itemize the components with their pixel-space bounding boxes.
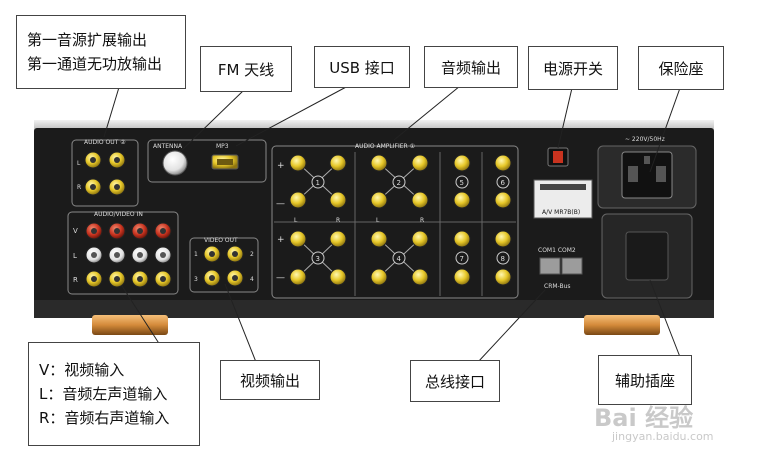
audio-out-2-jacks <box>84 151 126 196</box>
amp-num-4: 4 <box>397 255 402 263</box>
amp-channel-3 <box>289 230 347 286</box>
amp-minus-bottom: — <box>276 273 285 283</box>
power-switch-rocker <box>553 151 563 163</box>
video-out-num-4: 4 <box>250 276 254 283</box>
callout-ext-output-line2: 第一通道无功放输出 <box>27 55 163 73</box>
crm-bus-label: CRM-Bus <box>544 283 571 290</box>
callout-av-input-line1: V：视频输入 <box>39 361 125 379</box>
mp3-label: MP3 <box>216 143 229 150</box>
voltage-label: ~ 220V/50Hz <box>625 136 665 143</box>
com2-port <box>561 257 583 275</box>
callout-power-switch: 电源开关 <box>528 46 618 90</box>
amp-num-3: 3 <box>316 255 320 263</box>
inlet-pin-ground <box>644 156 650 164</box>
video-out-label: VIDEO OUT <box>204 237 238 244</box>
callout-usb: USB 接口 <box>314 46 410 88</box>
amp-plus-bottom: + <box>277 235 285 245</box>
amp-num-7: 7 <box>460 255 464 263</box>
av-in-label: AUDIO/VIDEO IN <box>94 211 143 218</box>
amp-l-label-2: L <box>376 217 380 224</box>
spec-text: A/V MR7B(B) <box>542 209 580 216</box>
av-in-jacks <box>85 222 172 288</box>
watermark-url: jingyan.baidu.com <box>612 430 714 443</box>
watermark-brand: Bai 经验 <box>594 404 694 432</box>
audio-out-2-r-label: R <box>77 184 81 191</box>
audio-out-2-l-label: L <box>77 160 81 167</box>
callout-bus-interface: 总线接口 <box>410 360 500 402</box>
com-label: COM1 COM2 <box>538 247 576 254</box>
video-out-num-2: 2 <box>250 251 254 258</box>
amp-plus-top: + <box>277 161 285 171</box>
amp-channel-2 <box>370 154 429 209</box>
audio-amplifier-group <box>271 145 519 299</box>
audio-out-2-group <box>71 139 139 207</box>
com1-port <box>539 257 561 275</box>
amp-channel-1 <box>289 154 347 209</box>
foot-left <box>92 315 168 335</box>
foot-right <box>584 315 660 335</box>
inlet-pin-right <box>656 166 666 182</box>
amp-r-label-1: R <box>336 217 340 224</box>
inlet-pin-left <box>628 166 638 182</box>
av-in-group <box>67 211 179 295</box>
callout-ext-output: 第一音源扩展输出 第一通道无功放输出 <box>16 15 186 89</box>
amp-channels-5-8 <box>453 154 512 286</box>
amp-num-2: 2 <box>397 179 401 187</box>
amp-num-6: 6 <box>501 179 506 187</box>
av-row-r: R <box>73 276 78 284</box>
callout-ext-output-line1: 第一音源扩展输出 <box>27 31 148 49</box>
video-out-num-1: 1 <box>194 251 198 258</box>
callout-audio-output: 音频输出 <box>424 46 518 88</box>
antenna-jack <box>162 150 188 176</box>
callout-av-input-line2: L：音频左声道输入 <box>39 385 168 403</box>
amp-num-8: 8 <box>501 255 505 263</box>
amp-num-5: 5 <box>460 179 464 187</box>
spec-barcode <box>540 184 586 190</box>
callout-fm-antenna: FM 天线 <box>200 46 292 92</box>
video-out-jacks <box>203 245 244 287</box>
leader-lines <box>103 83 681 363</box>
chassis-bottom <box>34 300 714 318</box>
antenna-label: ANTENNA <box>153 143 183 150</box>
callout-av-input: V：视频输入 L：音频左声道输入 R：音频右声道输入 <box>28 342 200 446</box>
amp-channel-4 <box>370 230 429 286</box>
av-row-v: V <box>73 227 78 235</box>
callout-av-input-line3: R：音频右声道输入 <box>39 409 170 427</box>
audio-amplifier-label: AUDIO AMPLIFIER ① <box>355 143 415 150</box>
power-inlet <box>621 151 673 199</box>
amp-r-label-2: R <box>420 217 424 224</box>
antenna-usb-group <box>147 139 267 183</box>
amp-minus-top: — <box>276 199 285 209</box>
video-out-group <box>189 237 259 293</box>
video-out-num-3: 3 <box>194 276 198 283</box>
aux-socket-face <box>625 231 669 281</box>
callout-fuse-holder: 保险座 <box>638 46 724 90</box>
amp-num-1: 1 <box>316 179 320 187</box>
callout-video-output: 视频输出 <box>220 360 320 400</box>
usb-port-slot <box>217 159 233 165</box>
av-row-l: L <box>73 252 77 260</box>
amp-l-label-1: L <box>294 217 298 224</box>
audio-out-2-label: AUDIO OUT ② <box>84 139 126 146</box>
callout-aux-socket: 辅助插座 <box>598 355 692 405</box>
